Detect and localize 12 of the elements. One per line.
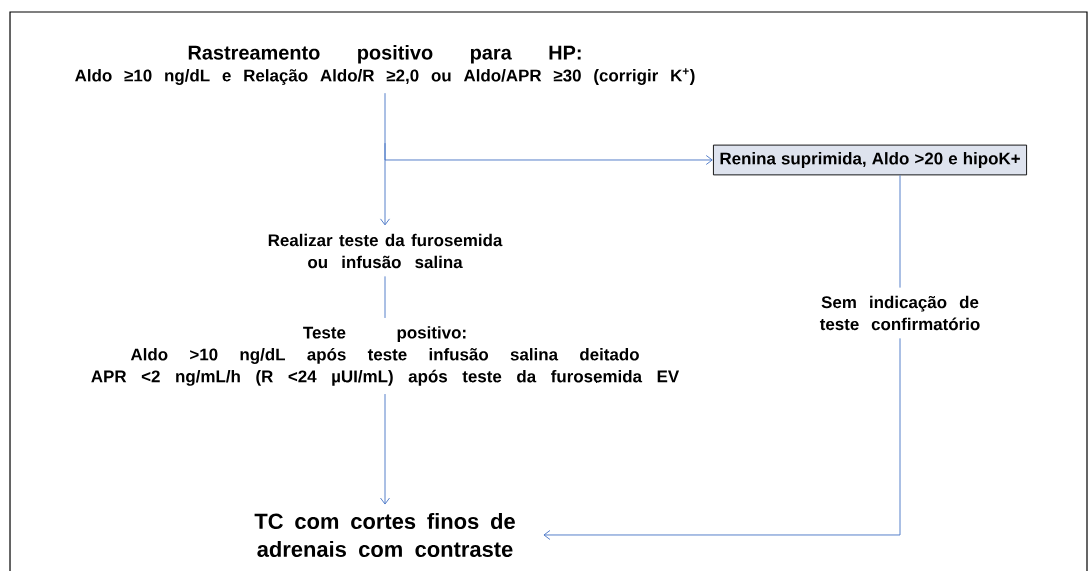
flow-text: Rastreamento positivo para HP: Aldo ≥10 ng/dL e Relação Aldo/R ≥2,0 ou Aldo/APR ≥30 (corrigir K$^{+}$) [75, 45, 695, 85]
arrow [543, 337, 901, 540]
connector-line [384, 275, 386, 319]
flow-text: Teste positivo: Aldo >10 ng/dL após teste infusão salina deitado APR <2 ng/mL/h (R <24 µUI/mL) após teste da furosemida EV [91, 326, 680, 386]
flow-text: TC com cortes finos de adrenais com contraste [254, 513, 515, 557]
arrow [380, 92, 390, 226]
flow-text: Sem indicação de teste confirmatório [819, 295, 980, 331]
arrow [380, 393, 390, 505]
arrow [384, 142, 713, 165]
connector-line [899, 174, 901, 289]
flow-text: Realizar teste da furosemida ou infusão salina [268, 233, 503, 269]
process-box: Renina suprimida, Aldo >20 e hipoK+ [712, 144, 1028, 176]
